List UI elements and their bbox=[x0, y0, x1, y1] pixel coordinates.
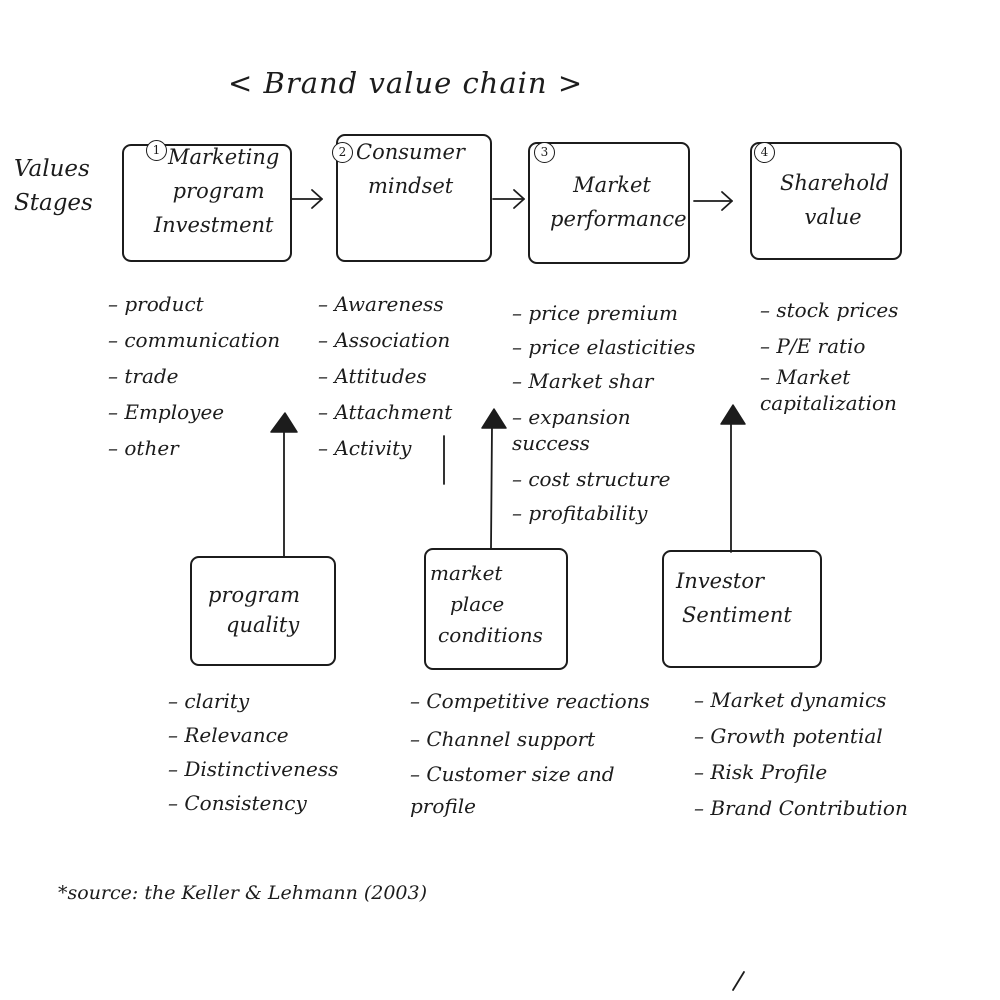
stage-2-items: Awareness Association Attitudes Attachme… bbox=[318, 286, 452, 466]
multiplier-2-items: Competitive reactions Channel support Cu… bbox=[410, 682, 650, 822]
row-label-values: Values bbox=[14, 156, 90, 182]
list-item: other bbox=[108, 430, 280, 466]
list-item: Awareness bbox=[318, 286, 452, 322]
list-item: product bbox=[108, 286, 280, 322]
list-item: profitability bbox=[512, 496, 696, 530]
row-label-stages: Stages bbox=[14, 190, 93, 216]
list-item: Market capitalization bbox=[760, 364, 940, 416]
list-item: P/E ratio bbox=[760, 328, 940, 364]
multiplier-box-program-quality: program quality bbox=[190, 556, 336, 666]
list-item: Employee bbox=[108, 394, 280, 430]
list-item: Market dynamics bbox=[694, 682, 908, 718]
stage-number-4: 4 bbox=[754, 142, 775, 163]
stage-box-marketing-program: 1 Marketing program Investment bbox=[122, 140, 292, 262]
list-item: clarity bbox=[168, 684, 338, 718]
list-item: stock prices bbox=[760, 292, 940, 328]
stage-arrow-3-4 bbox=[693, 191, 733, 211]
list-item: cost structure bbox=[512, 462, 696, 496]
list-item: price premium bbox=[512, 296, 696, 330]
list-item: Market shar bbox=[512, 364, 696, 398]
source-citation: *source: the Keller & Lehmann (2003) bbox=[58, 882, 428, 904]
multiplier-box-investor-sentiment: Investor Sentiment bbox=[662, 550, 822, 668]
pen-mark bbox=[732, 971, 745, 991]
list-item: Consistency bbox=[168, 786, 338, 820]
stage-label: Sharehold value bbox=[780, 171, 890, 229]
list-item: Relevance bbox=[168, 718, 338, 752]
diagram-title: < Brand value chain > bbox=[228, 66, 584, 100]
list-item: expansion success bbox=[512, 404, 632, 456]
multiplier-1-items: clarity Relevance Distinctiveness Consis… bbox=[168, 684, 338, 820]
stage-label: Market performance bbox=[550, 173, 687, 231]
multiplier-3-items: Market dynamics Growth potential Risk Pr… bbox=[694, 682, 908, 826]
list-item: Risk Profile bbox=[694, 754, 908, 790]
multiplier-arrow-3 bbox=[720, 404, 746, 553]
stage-arrow-2-3 bbox=[492, 189, 525, 209]
stage-3-items: price premium price elasticities Market … bbox=[512, 296, 696, 530]
stage-number-1: 1 bbox=[146, 140, 167, 161]
list-item: Competitive reactions bbox=[410, 682, 649, 720]
list-item: Channel support bbox=[410, 720, 650, 758]
row-label: Values Stages bbox=[14, 152, 124, 220]
list-item: Distinctiveness bbox=[168, 752, 338, 786]
stage-box-shareholder-value: 4 Sharehold value bbox=[750, 142, 902, 260]
stage-label: Consumer mindset bbox=[356, 140, 465, 198]
stage-box-consumer-mindset: 2 Consumer mindset bbox=[332, 134, 492, 262]
list-item: trade bbox=[108, 358, 280, 394]
multiplier-box-marketplace-conditions: market place conditions bbox=[424, 548, 568, 670]
stage-4-items: stock prices P/E ratio Market capitaliza… bbox=[760, 292, 940, 416]
list-item: Attachment bbox=[318, 394, 452, 430]
list-item: price elasticities bbox=[512, 330, 695, 364]
list-item: Customer size and profile bbox=[410, 758, 640, 822]
list-item: communication bbox=[108, 322, 280, 358]
list-item: Brand Contribution bbox=[694, 790, 907, 826]
list-item: Activity bbox=[318, 430, 452, 466]
multiplier-arrow-2 bbox=[481, 408, 507, 549]
stage-arrow-1-2 bbox=[291, 189, 323, 209]
multiplier-label: market place conditions bbox=[430, 561, 543, 647]
stage-box-market-performance: 3 Market performance bbox=[528, 142, 690, 264]
stage-1-items: product communication trade Employee oth… bbox=[108, 286, 280, 466]
stage-number-3: 3 bbox=[534, 142, 555, 163]
list-item: Attitudes bbox=[318, 358, 452, 394]
multiplier-label: Investor Sentiment bbox=[676, 569, 792, 627]
stage-label: Marketing program Investment bbox=[153, 145, 280, 237]
list-item: Association bbox=[318, 322, 452, 358]
stage-number-2: 2 bbox=[332, 142, 353, 163]
list-item: Growth potential bbox=[694, 718, 908, 754]
multiplier-label: program quality bbox=[208, 583, 301, 637]
